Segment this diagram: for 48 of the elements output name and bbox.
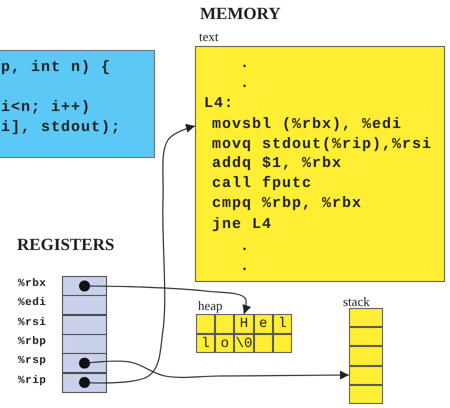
register-label: %rip [18,374,46,386]
memory-cell [254,314,273,334]
cell-character: o [220,336,230,352]
cell-character: e [258,316,268,332]
code-line: movq stdout(%rip),%rsi [212,136,432,153]
section-label: stack [343,294,370,310]
memory-cell [196,334,216,353]
code-line: addq $1, %rbx [212,155,342,172]
code-line: i], stdout); [1,119,122,136]
section-label: text [199,29,218,45]
register-label: %rbx [18,278,46,290]
cell-character: l [277,316,288,332]
empty-cell [349,384,383,404]
code-line: jne L4 [212,216,272,233]
code-line: call fputc [212,175,312,192]
code-line: . [240,258,250,275]
pointer-arrow [79,358,349,380]
memory-cell [234,314,254,334]
register-label: %rsi [18,316,46,329]
register-cell [62,314,107,335]
empty-cell [349,327,383,346]
code-line: i<n; i++) [1,99,92,116]
cell-character: l [200,336,211,352]
empty-cell [349,366,383,385]
register-cell [62,295,107,316]
section-heading: MEMORY [200,4,281,24]
section-heading: REGISTERS [17,235,114,255]
memory-cell [215,334,234,353]
empty-cell [349,346,383,366]
code-line: L4: [204,95,234,112]
code-line: . [240,238,250,255]
empty-cell [349,308,383,328]
code-line: . [240,55,250,72]
register-label: %edi [18,297,46,310]
cell-character: H [238,316,250,332]
register-label: %rsp [18,355,46,368]
code-line: . [240,75,250,92]
code-box [0,50,155,158]
code-line: p, int n) { [1,59,112,76]
code-line: movsbl (%rbx), %edi [212,116,402,133]
register-label: %rbp [18,336,46,348]
register-cell [62,334,107,354]
pointer-arrow [79,124,196,388]
memory-cell [272,314,292,334]
section-label: heap [198,298,223,314]
code-line: cmpq %rbp, %rbx [212,195,362,212]
pointer-arrow [79,280,252,314]
cell-character: \0 [235,336,253,352]
